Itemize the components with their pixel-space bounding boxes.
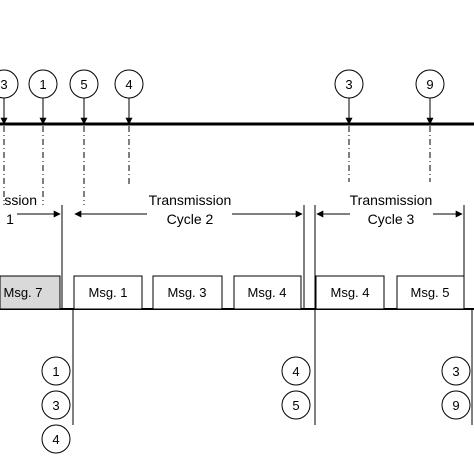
message-box-3-label: Msg. 3 [167,285,206,300]
cycle-2-line1: Transmission [149,192,232,208]
message-box-4: Msg. 4 [233,275,302,310]
top-marker-3-label: 5 [80,77,87,92]
bottom-group-1-marker-1-label: 1 [52,364,59,379]
top-marker-5: 3 [334,69,364,182]
cycle-1-line2: 1 [6,211,14,227]
bottom-group-2-marker-1-label: 4 [292,364,299,379]
bottom-group-3-marker-2-label: 9 [452,398,459,413]
bottom-group-2: 4 5 [281,356,311,420]
bottom-group-1-marker-2-label: 3 [52,398,59,413]
bottom-group-3-marker-1-label: 3 [452,364,459,379]
message-box-6: Msg. 5 [396,275,465,310]
cycle-1: ssion 1 [4,192,61,227]
bottom-group-2-marker-2: 5 [281,390,311,420]
top-marker-2: 1 [28,69,58,205]
top-marker-4-label: 4 [125,77,132,92]
top-marker-3: 5 [69,69,99,205]
top-marker-1: 3 [0,69,19,205]
top-marker-5-label: 3 [345,77,352,92]
message-box-5: Msg. 4 [315,275,385,310]
bottom-group-1-marker-1: 1 [41,356,71,386]
message-box-5-label: Msg. 4 [330,285,369,300]
cycle-3-line1: Transmission [350,192,433,208]
bottom-group-3: 3 9 [441,356,471,420]
top-marker-6: 9 [415,69,445,182]
message-box-4-label: Msg. 4 [247,285,286,300]
message-box-2-label: Msg. 1 [88,285,127,300]
bottom-group-3-marker-1: 3 [441,356,471,386]
top-marker-6-label: 9 [426,77,433,92]
message-box-3: Msg. 3 [152,275,223,310]
cycle-1-line1: ssion [4,192,37,208]
bottom-group-1: 1 3 4 [41,356,71,454]
bottom-group-2-marker-1: 4 [281,356,311,386]
message-box-6-label: Msg. 5 [410,285,449,300]
bottom-group-1-marker-2: 3 [41,390,71,420]
top-marker-2-label: 1 [39,77,46,92]
top-marker-4: 4 [114,69,144,185]
bottom-group-3-marker-2: 9 [441,390,471,420]
bottom-group-2-marker-2-label: 5 [292,398,299,413]
message-box-1: Msg. 7 [0,275,61,310]
cycle-3: Transmission Cycle 3 [316,192,463,227]
message-box-1-label: Msg. 7 [3,285,42,300]
cycle-3-line2: Cycle 3 [368,211,415,227]
message-box-2: Msg. 1 [73,275,143,310]
cycle-2-line2: Cycle 2 [167,211,214,227]
cycle-2: Transmission Cycle 2 [74,192,303,227]
bottom-group-1-marker-3: 4 [41,424,71,454]
bottom-group-1-marker-3-label: 4 [52,432,59,447]
top-marker-1-label: 3 [0,77,7,92]
